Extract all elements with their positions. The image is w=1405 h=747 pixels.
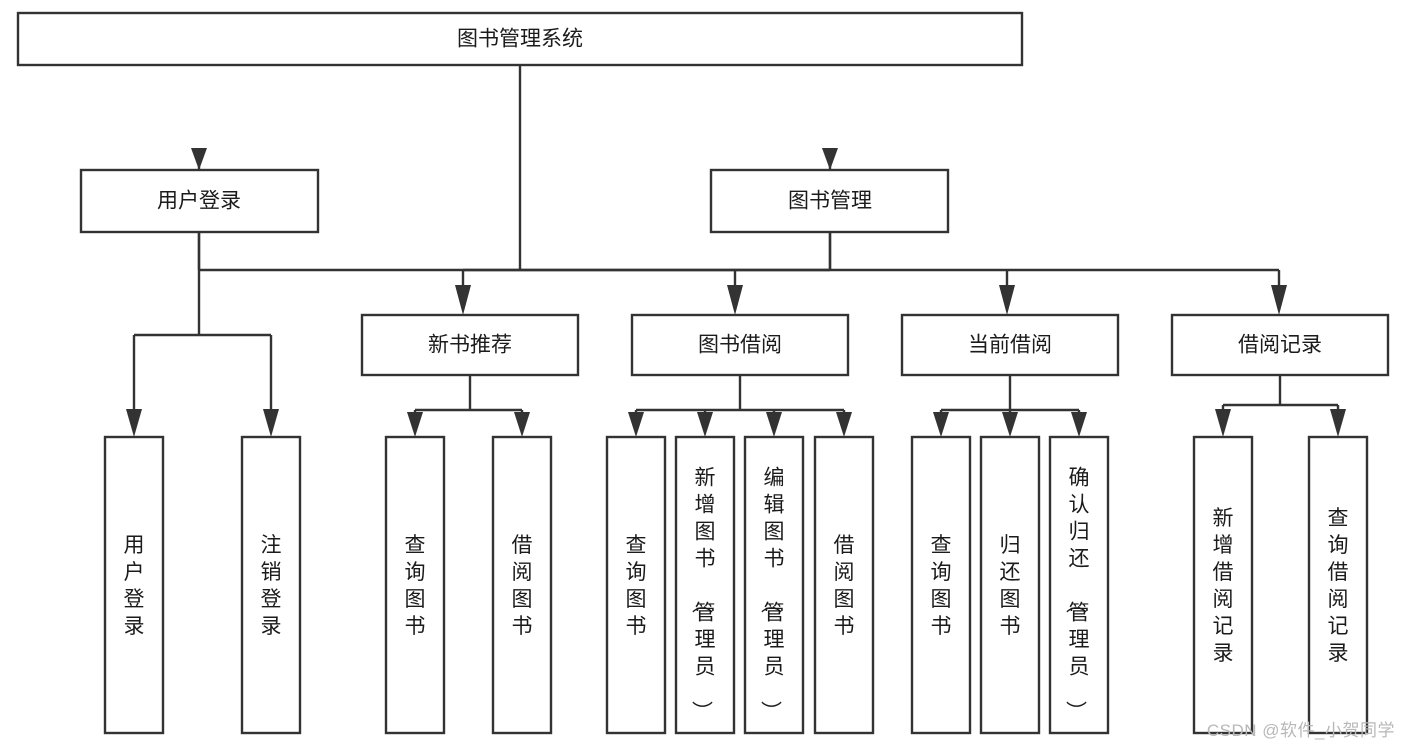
node-root-box[interactable]	[16, 11, 1024, 67]
node-leaf-9-label: 查询图书	[931, 534, 952, 638]
node-leaf-4[interactable]: 借阅图书	[491, 435, 553, 735]
node-leaf-8[interactable]: 借阅图书	[813, 435, 875, 735]
node-leaf-10-box[interactable]	[979, 435, 1041, 735]
node-leaf-8-label: 借阅图书	[834, 534, 855, 638]
node-records-label: 借阅记录	[1238, 334, 1322, 357]
arrow-head-borrow	[727, 285, 743, 315]
node-leaf-3[interactable]: 查询图书	[384, 435, 446, 735]
node-leaf-9[interactable]: 查询图书	[910, 435, 972, 735]
node-leaf-4-box[interactable]	[491, 435, 553, 735]
node-leaf-12-box[interactable]	[1192, 435, 1254, 735]
node-leaf-6-box[interactable]	[674, 435, 736, 735]
node-leaf-12-label: 新增借阅记录	[1213, 507, 1234, 665]
arrow-head-leaf-2	[263, 409, 279, 437]
node-bookmgmt-label: 图书管理	[788, 190, 872, 213]
arrow-head-leaf-4	[514, 412, 530, 437]
node-leaf-7-label: 编辑图书（管理员）	[759, 467, 785, 722]
arrow-head-leaf-7	[766, 412, 782, 437]
node-current[interactable]: 当前借阅	[900, 313, 1120, 377]
arrow-head-bookmgmt	[822, 148, 838, 170]
node-current-label: 当前借阅	[968, 334, 1052, 357]
node-leaf-5[interactable]: 查询图书	[605, 435, 667, 735]
node-root-label: 图书管理系统	[457, 28, 583, 51]
node-leaf-6-label: 新增图书（管理员）	[690, 467, 716, 722]
node-borrow[interactable]: 图书借阅	[630, 313, 850, 377]
node-leaf-9-box[interactable]	[910, 435, 972, 735]
node-borrow-box[interactable]	[630, 313, 850, 377]
node-leaf-3-label: 查询图书	[405, 534, 426, 638]
node-leaf-1[interactable]: 用户登录	[103, 435, 165, 735]
node-leaf-11[interactable]: 确认归还（管理员）	[1048, 435, 1110, 735]
node-leaf-11-label: 确认归还（管理员）	[1064, 467, 1090, 722]
arrow-head-leaf-8	[836, 412, 852, 437]
node-root[interactable]: 图书管理系统	[16, 11, 1024, 67]
node-leaf-3-box[interactable]	[384, 435, 446, 735]
connector-layer	[126, 65, 1346, 437]
node-bookmgmt-box[interactable]	[709, 168, 950, 234]
node-login-box[interactable]	[79, 168, 320, 234]
node-leaf-8-box[interactable]	[813, 435, 875, 735]
arrow-head-leaf-11	[1071, 412, 1087, 437]
node-leaf-7-box[interactable]	[743, 435, 805, 735]
node-leaf-13-label: 查询借阅记录	[1328, 507, 1349, 665]
node-login[interactable]: 用户登录	[79, 168, 320, 234]
node-leaf-12[interactable]: 新增借阅记录	[1192, 435, 1254, 735]
node-leaf-5-label: 查询图书	[626, 534, 647, 638]
node-leaf-1-box[interactable]	[103, 435, 165, 735]
node-newbook-box[interactable]	[360, 313, 580, 377]
node-leaf-13[interactable]: 查询借阅记录	[1307, 435, 1369, 735]
arrow-head-leaf-3	[407, 412, 423, 437]
node-leaf-1-label: 用户登录	[124, 534, 145, 638]
arrow-head-newbook	[455, 285, 471, 315]
node-leaf-2-box[interactable]	[240, 435, 302, 735]
node-records[interactable]: 借阅记录	[1170, 313, 1390, 377]
node-leaf-2[interactable]: 注销登录	[240, 435, 302, 735]
arrow-head-leaf-5	[628, 412, 644, 437]
node-leaf-11-box[interactable]	[1048, 435, 1110, 735]
node-leaf-10-label: 归还图书	[1000, 534, 1021, 638]
node-login-label: 用户登录	[157, 190, 241, 213]
arrow-head-leaf-6	[697, 412, 713, 437]
node-leaf-2-label: 注销登录	[261, 534, 282, 638]
node-leaf-7[interactable]: 编辑图书（管理员）	[743, 435, 805, 735]
node-leaf-13-box[interactable]	[1307, 435, 1369, 735]
node-records-box[interactable]	[1170, 313, 1390, 377]
arrow-head-leaf-13	[1330, 409, 1346, 437]
arrow-head-leaf-1	[126, 409, 142, 437]
node-bookmgmt[interactable]: 图书管理	[709, 168, 950, 234]
arrow-head-leaf-10	[1002, 412, 1018, 437]
node-leaf-5-box[interactable]	[605, 435, 667, 735]
node-leaf-6[interactable]: 新增图书（管理员）	[674, 435, 736, 735]
arrow-head-leaf-12	[1215, 409, 1231, 437]
arrow-head-leaf-9	[933, 412, 949, 437]
node-newbook-label: 新书推荐	[428, 334, 512, 357]
node-leaf-4-label: 借阅图书	[512, 534, 533, 638]
node-current-box[interactable]	[900, 313, 1120, 377]
node-leaf-10[interactable]: 归还图书	[979, 435, 1041, 735]
node-borrow-label: 图书借阅	[698, 334, 782, 357]
arrow-head-login	[191, 148, 207, 170]
arrow-head-records	[1271, 285, 1287, 315]
arrow-head-current	[999, 285, 1015, 315]
node-newbook[interactable]: 新书推荐	[360, 313, 580, 377]
